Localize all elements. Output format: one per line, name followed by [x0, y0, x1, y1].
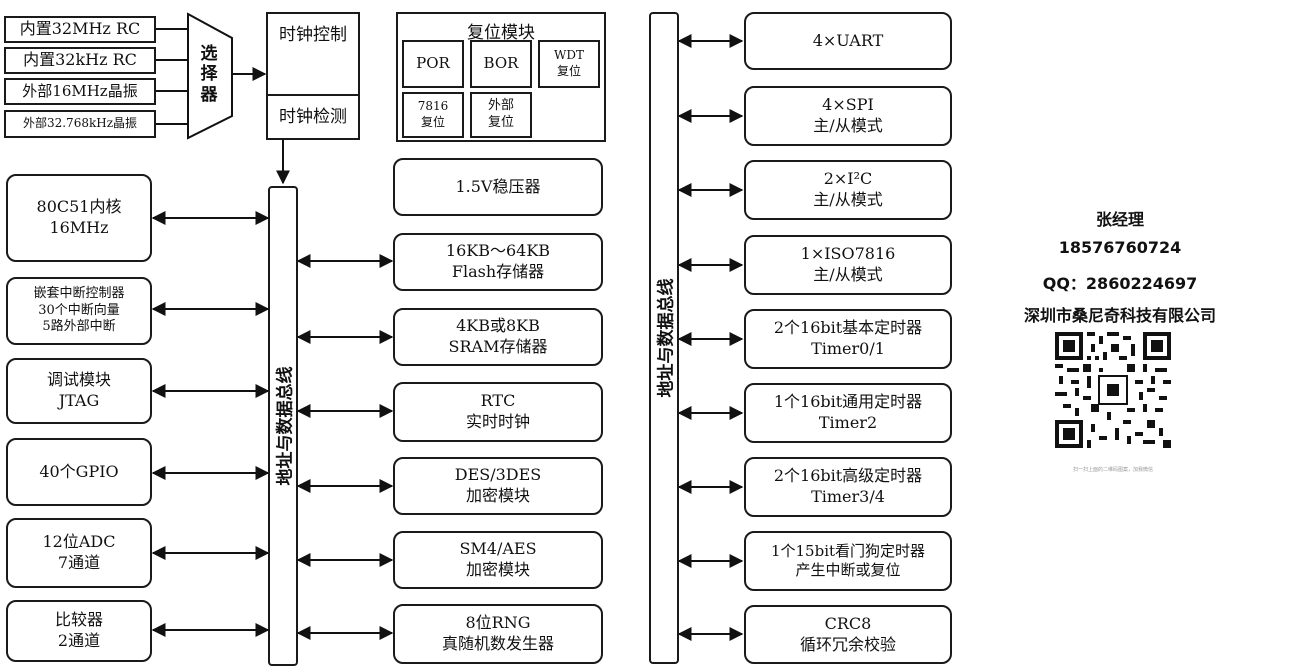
qr-caption: 扫一扫上面的二维码图案，加我微信: [1072, 467, 1153, 473]
selector-shape: [187, 12, 233, 140]
reset-bor: BOR: [470, 40, 532, 88]
reset-module-title: 复位模块: [467, 23, 535, 43]
contact-name: 张经理: [1095, 210, 1144, 229]
rtc-block: RTC 实时时钟: [393, 382, 603, 442]
interrupt-controller-block: 嵌套中断控制器 30个中断向量 5路外部中断: [6, 277, 152, 345]
debug-jtag-block: 调试模块 JTAG: [6, 358, 152, 424]
core-80c51-block: 80C51内核 16MHz: [6, 174, 152, 262]
adc-block: 12位ADC 7通道: [6, 518, 152, 588]
contact-company: 深圳市桑尼奇科技有限公司: [1023, 306, 1216, 325]
contact-phone: 18576760724: [1058, 238, 1182, 257]
contact-qq: QQ：2860224697: [1042, 274, 1198, 293]
address-data-bus-right: 地址与数据总线: [649, 12, 679, 664]
sram-block: 4KB或8KB SRAM存储器: [393, 308, 603, 366]
reset-wdt: WDT 复位: [538, 40, 600, 88]
clock-detect-block: 时钟检测: [266, 94, 360, 140]
bus-label-left: 地址与数据总线: [275, 366, 296, 486]
clock-control-label: 时钟控制: [279, 25, 347, 45]
bus-label-right: 地址与数据总线: [656, 278, 677, 398]
flash-block: 16KB～64KB Flash存储器: [393, 233, 603, 291]
des-3des-block: DES/3DES 加密模块: [393, 457, 603, 515]
uart-block: 4×UART: [744, 12, 952, 70]
selector-label: 选 择 器: [200, 44, 218, 105]
reset-7816: 7816 复位: [402, 92, 464, 138]
clock-source-16mhz-crystal: 外部16MHz晶振: [4, 78, 156, 105]
qr-code-icon: [1055, 332, 1171, 448]
general-timer-block: 1个16bit通用定时器 Timer2: [744, 383, 952, 443]
clock-source-32768khz-crystal: 外部32.768kHz晶振: [4, 110, 156, 138]
crc8-block: CRC8 循环冗余校验: [744, 605, 952, 664]
gpio-block: 40个GPIO: [6, 438, 152, 506]
clock-source-32khz-rc: 内置32kHz RC: [4, 47, 156, 74]
basic-timer-block: 2个16bit基本定时器 Timer0/1: [744, 309, 952, 369]
watchdog-timer-block: 1个15bit看门狗定时器 产生中断或复位: [744, 531, 952, 591]
reset-external: 外部 复位: [470, 92, 532, 138]
clock-source-32mhz-rc: 内置32MHz RC: [4, 16, 156, 43]
spi-block: 4×SPI 主/从模式: [744, 86, 952, 146]
iso7816-block: 1×ISO7816 主/从模式: [744, 235, 952, 295]
rng-block: 8位RNG 真随机数发生器: [393, 604, 603, 664]
i2c-block: 2×I²C 主/从模式: [744, 160, 952, 220]
comparator-block: 比较器 2通道: [6, 600, 152, 662]
reset-por: POR: [402, 40, 464, 88]
advanced-timer-block: 2个16bit高级定时器 Timer3/4: [744, 457, 952, 517]
address-data-bus-left: 地址与数据总线: [268, 186, 298, 666]
clock-control-block: 时钟控制: [266, 12, 360, 96]
regulator-block: 1.5V稳压器: [393, 158, 603, 216]
sm4-aes-block: SM4/AES 加密模块: [393, 531, 603, 589]
